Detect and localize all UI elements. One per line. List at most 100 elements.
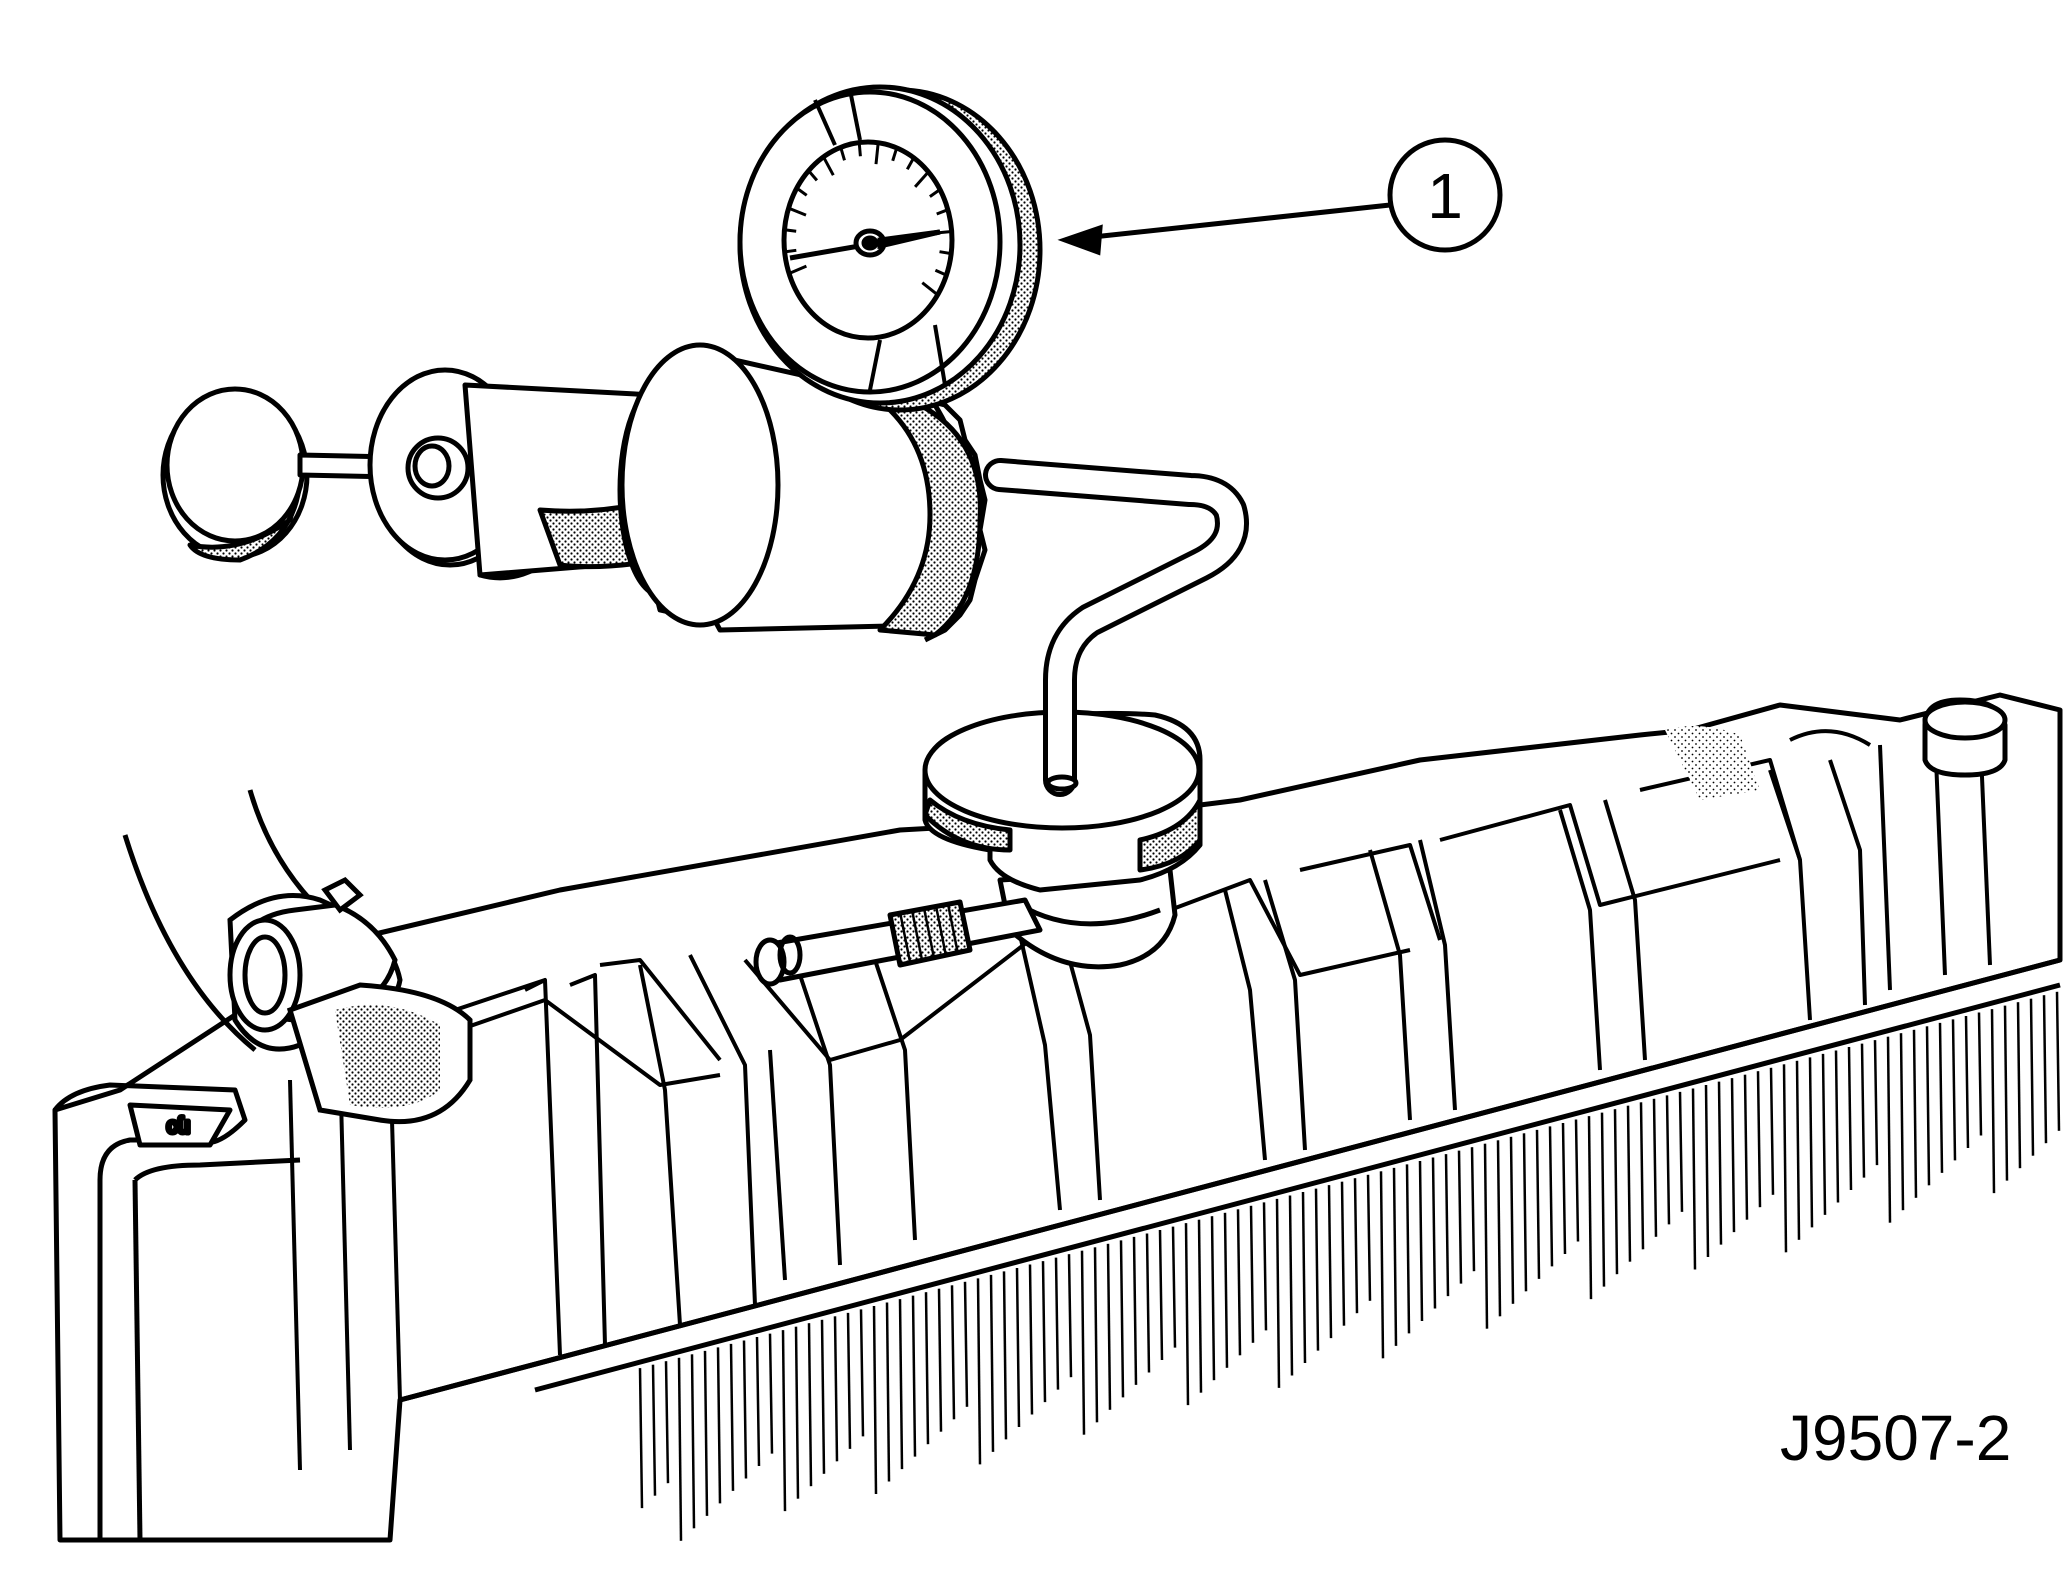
radiator-fin bbox=[1236, 1209, 1242, 1356]
radiator-fin bbox=[1431, 1157, 1437, 1309]
radiator-fin bbox=[1457, 1150, 1463, 1284]
gauge-tick bbox=[939, 250, 952, 256]
radiator-fin bbox=[1782, 1064, 1788, 1253]
radiator-fin bbox=[1652, 1098, 1658, 1237]
radiator-fin bbox=[794, 1326, 800, 1499]
radiator-fin bbox=[924, 1292, 930, 1445]
radiator-fin bbox=[1769, 1067, 1775, 1195]
gauge-tick bbox=[784, 248, 797, 254]
radiator-fin bbox=[1340, 1181, 1346, 1326]
radiator-fin bbox=[1847, 1046, 1853, 1191]
gauge-ticks bbox=[784, 142, 952, 296]
radiator-fin bbox=[1613, 1109, 1619, 1275]
radiator-fin bbox=[2016, 1002, 2022, 1169]
radiator-fin bbox=[1639, 1102, 1645, 1250]
gauge-tick bbox=[788, 206, 807, 217]
gauge-tick bbox=[857, 142, 862, 157]
radiator-fin bbox=[1626, 1105, 1632, 1262]
radiator-fin bbox=[846, 1312, 852, 1449]
radiator-fin bbox=[1002, 1271, 1008, 1440]
radiator-fin bbox=[1717, 1081, 1723, 1245]
radiator-fin bbox=[638, 1368, 644, 1509]
radiator-fin bbox=[807, 1323, 813, 1487]
radiator-fin bbox=[1938, 1022, 1944, 1173]
radiator-fin bbox=[950, 1285, 956, 1420]
gauge-tick bbox=[905, 157, 916, 171]
gauge-tick bbox=[784, 228, 797, 233]
gauge-tick bbox=[874, 142, 880, 165]
radiator-fin bbox=[1405, 1164, 1411, 1334]
radiator-fin bbox=[1119, 1240, 1125, 1398]
radiator-cap-adapter-icon bbox=[753, 458, 1249, 987]
radiator-fin bbox=[872, 1305, 878, 1495]
radiator-fin bbox=[1054, 1257, 1060, 1390]
radiator-fin bbox=[1106, 1243, 1112, 1410]
radiator-fin bbox=[1132, 1236, 1138, 1385]
radiator-fin bbox=[1015, 1267, 1021, 1428]
gauge-icon bbox=[737, 84, 1043, 413]
radiator-fin bbox=[1197, 1219, 1203, 1393]
radiator-fin bbox=[703, 1350, 709, 1516]
radiator-fin bbox=[664, 1361, 670, 1484]
radiator-fin bbox=[989, 1274, 995, 1452]
radiator-fin bbox=[1210, 1216, 1216, 1381]
radiator-fin bbox=[1561, 1122, 1567, 1255]
radiator-fin bbox=[651, 1364, 657, 1496]
pressure-tester-icon: c bbox=[160, 342, 988, 643]
radiator-fin bbox=[1067, 1254, 1073, 1378]
radiator-fin bbox=[1691, 1088, 1697, 1270]
radiator-fin bbox=[1665, 1095, 1671, 1225]
radiator-fin bbox=[898, 1299, 904, 1470]
radiator-fin bbox=[1444, 1154, 1450, 1297]
radiator-fin bbox=[963, 1281, 969, 1407]
radiator-fin bbox=[1496, 1140, 1502, 1317]
gauge-tick bbox=[891, 147, 899, 162]
radiator-fin bbox=[976, 1278, 982, 1465]
radiator-fin bbox=[1509, 1136, 1515, 1304]
gauge-tick bbox=[913, 170, 930, 188]
radiator-fin bbox=[1808, 1057, 1814, 1228]
radiator-fin bbox=[1821, 1053, 1827, 1215]
gauge-tick bbox=[822, 156, 835, 176]
radiator-fin bbox=[1730, 1078, 1736, 1233]
radiator-fin bbox=[1964, 1015, 1970, 1149]
radiator-fin bbox=[1028, 1264, 1034, 1415]
radiator-fin bbox=[690, 1354, 696, 1529]
radiator-fin bbox=[1535, 1129, 1541, 1279]
radiator-fin bbox=[1990, 1009, 1996, 1194]
gauge-tick bbox=[788, 264, 807, 275]
gauge-tick bbox=[929, 188, 941, 198]
radiator-fin bbox=[1249, 1205, 1255, 1343]
figure-id-label: J9507-2 bbox=[1780, 1402, 2011, 1474]
radiator-fin bbox=[768, 1333, 774, 1454]
radiator-fin bbox=[937, 1288, 943, 1432]
radiator-fin bbox=[1184, 1223, 1190, 1406]
radiator-fin bbox=[1522, 1133, 1528, 1292]
gauge-tick bbox=[807, 169, 819, 182]
radiator-fin bbox=[1314, 1188, 1320, 1351]
radiator-fin bbox=[1483, 1143, 1489, 1329]
callout-1 bbox=[1057, 137, 1503, 256]
hose-icon bbox=[122, 789, 473, 1125]
radiator-fin bbox=[1873, 1040, 1879, 1166]
radiator-fin bbox=[742, 1340, 748, 1479]
radiator-fin bbox=[1262, 1202, 1268, 1331]
radiator-fin bbox=[1704, 1084, 1710, 1258]
radiator-fin bbox=[1860, 1043, 1866, 1178]
radiator-fin bbox=[1834, 1050, 1840, 1203]
radiator-fin bbox=[1574, 1119, 1580, 1242]
gauge-tick bbox=[936, 208, 949, 216]
radiator-fin bbox=[1743, 1074, 1749, 1220]
callout-number: 1 bbox=[1427, 160, 1463, 232]
radiator-fin bbox=[833, 1316, 839, 1462]
radiator-fin bbox=[1366, 1174, 1372, 1301]
radiator-fin bbox=[1145, 1233, 1151, 1373]
gauge-tick bbox=[921, 281, 939, 296]
radiator-fin bbox=[1418, 1160, 1424, 1322]
radiator-fin bbox=[1301, 1191, 1307, 1364]
radiator-fin bbox=[1158, 1229, 1164, 1361]
radiator-fin bbox=[1392, 1167, 1398, 1346]
radiator-fin bbox=[1795, 1060, 1801, 1240]
radiator-fin bbox=[1951, 1019, 1957, 1161]
